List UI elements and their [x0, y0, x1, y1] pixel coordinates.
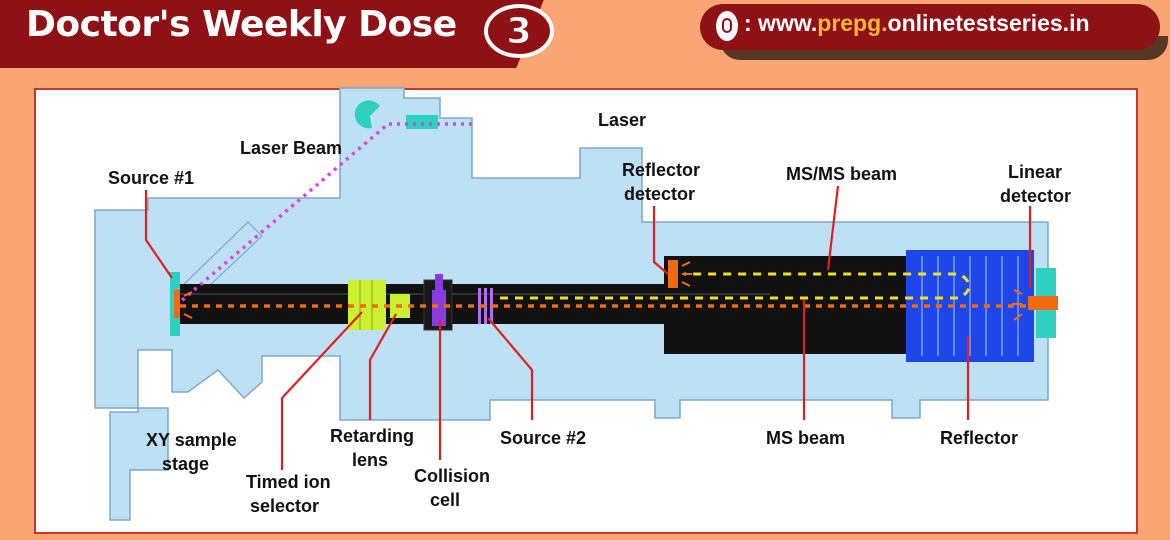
label-timed-ion-1: Timed ion [246, 472, 331, 492]
laser-beam [178, 122, 472, 304]
label-retarding-2: lens [352, 450, 388, 470]
label-reflector: Reflector [940, 428, 1018, 448]
label-reflector-detector-1: Reflector [622, 160, 700, 180]
label-collision-2: cell [430, 490, 460, 510]
label-source2: Source #2 [500, 428, 586, 448]
source1-target [174, 290, 180, 318]
label-timed-ion-2: selector [250, 496, 319, 516]
issue-badge: 3 [484, 4, 554, 58]
collision-gas-inlet [435, 274, 443, 292]
url-highlight: prepg. [817, 10, 888, 36]
label-collision-1: Collision [414, 466, 490, 486]
label-laser: Laser [598, 110, 646, 130]
collision-cell [432, 290, 446, 326]
detector-flash [183, 261, 1023, 321]
label-xy-stage-2: stage [162, 454, 209, 474]
url-prefix: : www. [744, 10, 818, 36]
mouse-icon [716, 11, 738, 41]
page-title: Doctor's Weekly Dose [26, 4, 457, 45]
label-xy-stage-1: XY sample [146, 430, 237, 450]
label-linear-detector-2: detector [1000, 186, 1071, 206]
label-msms-beam: MS/MS beam [786, 164, 897, 184]
laser-emitter [406, 115, 438, 129]
header-banner [0, 0, 500, 68]
laser-mirror [354, 100, 380, 129]
label-source1: Source #1 [108, 168, 194, 188]
label-linear-detector-1: Linear [1008, 162, 1062, 182]
label-reflector-detector-2: detector [624, 184, 695, 204]
leader-lines [144, 185, 1032, 470]
url-pill[interactable] [700, 4, 1160, 50]
label-ms-beam: MS beam [766, 428, 845, 448]
url-suffix: onlinetestseries.in [887, 10, 1090, 36]
label-laser-beam: Laser Beam [240, 138, 342, 158]
label-retarding-1: Retarding [330, 426, 414, 446]
website-link[interactable]: : www.prepg.onlinetestseries.in [744, 10, 1090, 37]
drift-region [664, 256, 914, 354]
issue-number: 3 [506, 11, 532, 53]
linear-detector-plate [1028, 296, 1058, 310]
reflector-detector [668, 260, 678, 288]
